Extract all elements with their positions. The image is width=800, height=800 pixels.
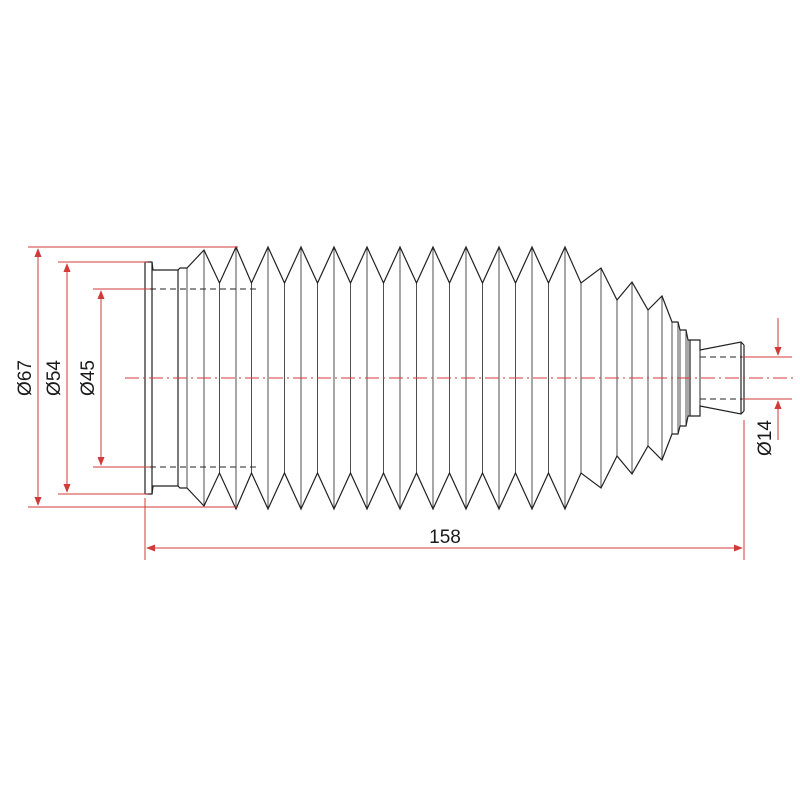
label-outer-diameter: Ø67 (15, 360, 36, 396)
label-small-end-diameter: Ø14 (755, 420, 776, 456)
label-flange-diameter: Ø54 (44, 360, 65, 396)
bellows-bottom-profile (145, 405, 745, 511)
label-overall-length: 158 (429, 527, 461, 548)
label-inner-diameter: Ø45 (78, 360, 99, 396)
dimension-lines (28, 246, 792, 560)
bellows-top-profile (145, 245, 745, 351)
hidden-lines (150, 288, 742, 468)
